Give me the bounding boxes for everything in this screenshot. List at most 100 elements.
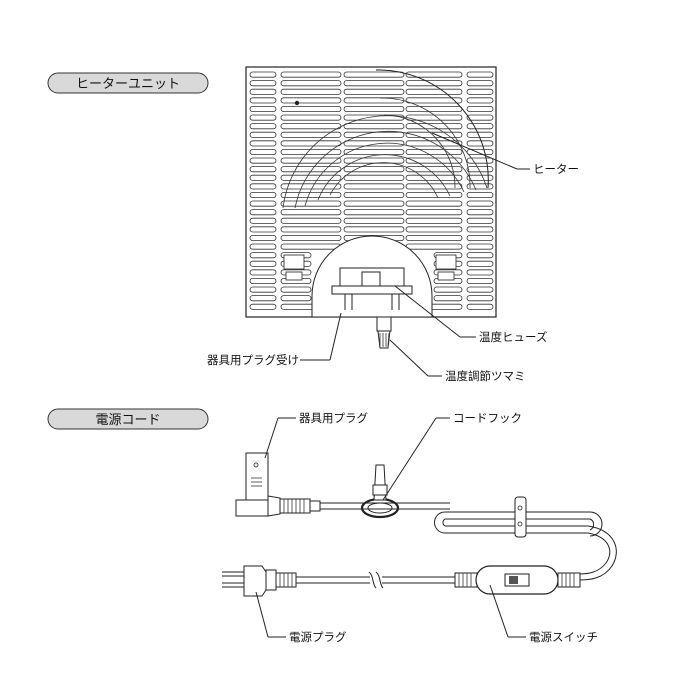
vent-slot <box>405 217 463 224</box>
vent-slot <box>466 88 494 95</box>
cord-coil-bundle <box>434 496 617 581</box>
vent-slot <box>280 191 342 198</box>
vent-slot <box>343 71 405 78</box>
vent-slot <box>280 71 342 78</box>
label-cord-hook: コードフック <box>453 411 522 425</box>
vent-slot <box>249 209 277 216</box>
vent-slot <box>249 191 277 198</box>
vent-slot <box>249 260 277 267</box>
vent-slot <box>466 209 494 216</box>
vent-slot <box>405 191 463 198</box>
vent-slot <box>280 97 342 104</box>
vent-slot <box>249 97 277 104</box>
vent-slot <box>249 226 277 233</box>
vent-slot <box>249 157 277 164</box>
vent-slot <box>343 200 405 207</box>
vent-slot <box>249 174 277 181</box>
vent-slot <box>466 269 494 276</box>
vent-slot <box>249 295 277 302</box>
vent-slot <box>280 80 342 87</box>
section-title-power-cord: 電源コード <box>95 413 160 428</box>
vent-slot <box>280 148 342 155</box>
vent-slot <box>405 234 463 241</box>
label-appliance-plug: 器具用プラグ <box>299 411 368 425</box>
vent-slot <box>343 148 405 155</box>
vent-slot <box>466 191 494 198</box>
vent-slot <box>249 243 277 250</box>
vent-slot <box>405 157 463 164</box>
power-cord-drawing <box>222 452 617 597</box>
vent-slot <box>280 114 342 121</box>
vent-slot <box>466 243 494 250</box>
vent-slot <box>280 234 342 241</box>
vent-slot <box>343 191 405 198</box>
screw-dot <box>294 100 300 106</box>
vent-slot <box>343 183 405 190</box>
vent-slot <box>405 148 463 155</box>
label-temp-knob: 温度調節ツマミ <box>445 369 526 383</box>
appliance-plug <box>235 452 281 517</box>
vent-slot <box>405 88 463 95</box>
vent-slot <box>249 123 277 130</box>
vent-slot <box>343 131 405 138</box>
vent-slot <box>280 217 342 224</box>
vent-slot <box>280 140 342 147</box>
vent-slot <box>405 209 463 216</box>
vent-slot <box>343 209 405 216</box>
vent-slot <box>466 286 494 293</box>
vent-slot <box>466 260 494 267</box>
vent-slot <box>466 114 494 121</box>
vent-slot <box>343 123 405 130</box>
vent-slot <box>249 252 277 259</box>
vent-slot <box>249 106 277 113</box>
strain-relief-left <box>279 498 321 514</box>
vent-slot <box>466 131 494 138</box>
vent-slot <box>249 80 277 87</box>
vent-slot <box>343 88 405 95</box>
vent-slot <box>280 106 342 113</box>
vent-slot <box>405 131 463 138</box>
vent-slot <box>405 226 463 233</box>
vent-slot <box>466 234 494 241</box>
callouts-power-cord <box>255 417 526 638</box>
section-title-heater-unit: ヒーターユニット <box>76 77 180 92</box>
vent-slot <box>249 217 277 224</box>
vent-slot <box>280 88 342 95</box>
vent-slot <box>466 71 494 78</box>
vent-slot <box>466 80 494 87</box>
slot-column-left <box>249 71 277 310</box>
vent-slot <box>466 295 494 302</box>
vent-slot <box>466 252 494 259</box>
vent-slot <box>249 71 277 78</box>
vent-slot <box>280 295 312 302</box>
heater-panel <box>245 66 497 349</box>
section-pill-heater-unit: ヒーターユニット <box>47 72 209 94</box>
vent-slot <box>249 234 277 241</box>
vent-slot <box>343 80 405 87</box>
vent-slot <box>343 174 405 181</box>
label-power-switch: 電源スイッチ <box>529 630 598 644</box>
power-plug <box>222 565 297 597</box>
vent-slot <box>343 140 405 147</box>
vent-slot <box>466 226 494 233</box>
vent-slot <box>280 226 342 233</box>
vent-slot <box>343 226 405 233</box>
vent-slot <box>405 166 463 173</box>
vent-slot <box>466 303 494 310</box>
vent-slot <box>280 243 342 250</box>
vent-slot <box>249 88 277 95</box>
vent-slot <box>405 200 463 207</box>
vent-slot <box>249 286 277 293</box>
vent-slot <box>405 183 463 190</box>
vent-slot <box>433 286 463 293</box>
label-thermal-fuse: 温度ヒューズ <box>479 330 547 344</box>
vent-slot <box>280 209 342 216</box>
vent-slot <box>405 106 463 113</box>
vent-slot <box>466 277 494 284</box>
vent-slot <box>280 131 342 138</box>
vent-slot <box>249 166 277 173</box>
temperature-knob <box>376 316 392 349</box>
section-pill-power-cord: 電源コード <box>47 408 209 430</box>
vent-slot <box>249 200 277 207</box>
